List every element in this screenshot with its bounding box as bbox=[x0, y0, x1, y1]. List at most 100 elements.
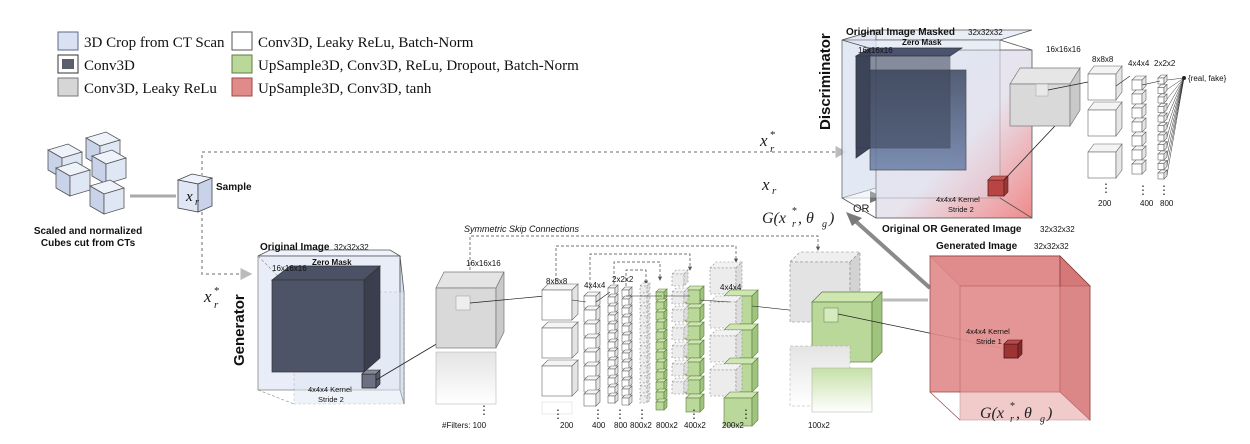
faded-feature-map bbox=[541, 401, 573, 415]
feature-map bbox=[685, 357, 705, 377]
generator-enc-2-ellipsis: ⋮ bbox=[614, 407, 626, 421]
xr-star-top-x: x bbox=[759, 131, 768, 150]
feature-map bbox=[621, 385, 633, 397]
discriminator-layer-2-size: 2x2x2 bbox=[1154, 59, 1176, 68]
feature-map bbox=[639, 282, 651, 294]
feature-map bbox=[655, 398, 668, 411]
skip-connection-lines bbox=[469, 235, 821, 290]
feature-map bbox=[685, 339, 705, 359]
legend-swatch-upsample-tanh bbox=[231, 77, 253, 97]
skip-connection-arrow bbox=[469, 235, 821, 270]
xr-star-top-sub: r bbox=[770, 143, 775, 155]
generator-filters-100: #Filters: 100 bbox=[442, 421, 487, 430]
feature-map bbox=[709, 363, 743, 397]
g-label-bottom: G(x * r , θ g ) bbox=[980, 401, 1052, 425]
feature-map bbox=[1131, 117, 1147, 133]
generated-image-cube bbox=[929, 255, 1091, 421]
generator-enc-16-ellipsis: ⋮ bbox=[478, 403, 490, 417]
discriminator-filters-200: 200 bbox=[1098, 199, 1112, 208]
feature-map bbox=[583, 333, 601, 351]
layer-connector bbox=[571, 299, 587, 303]
feature-map bbox=[709, 329, 743, 363]
discriminator-layer-8-ellipsis: ⋮ bbox=[1100, 181, 1112, 195]
xr-top-sub: r bbox=[772, 185, 777, 197]
input-caption-line1: Scaled and normalized bbox=[34, 226, 142, 237]
output-fan-line bbox=[1166, 77, 1185, 119]
generator-dec-8-ellipsis: ⋮ bbox=[740, 407, 752, 421]
generator-enc-layer-16: 16x16x16 ⋮ #Filters: 100 bbox=[435, 259, 546, 430]
feature-map bbox=[639, 392, 651, 404]
feature-map bbox=[1131, 75, 1147, 91]
feature-map bbox=[607, 293, 619, 305]
legend-swatch-conv3d-core bbox=[62, 59, 74, 69]
feature-map bbox=[655, 308, 668, 321]
generator-main-label: Original Image bbox=[260, 242, 330, 253]
g-label-mid-tail: , θ bbox=[798, 210, 814, 227]
layer-connector bbox=[699, 299, 731, 303]
legend-label-conv3d: Conv3D bbox=[84, 58, 135, 74]
skip-connection-arrow bbox=[625, 269, 649, 286]
sample-label: Sample bbox=[216, 182, 252, 193]
discriminator-layer-4: 4x4x4 ⋮ 400 bbox=[1128, 59, 1154, 208]
feature-map bbox=[655, 368, 668, 381]
feature-map bbox=[583, 291, 601, 309]
generator-enc-4-ellipsis: ⋮ bbox=[592, 407, 604, 421]
discriminator-output-label: {real, fake} bbox=[1188, 74, 1227, 83]
g-label-bottom-sub-g: g bbox=[1040, 414, 1045, 425]
discriminator-kernel-line1: 4x4x4 Kernel bbox=[936, 195, 980, 204]
feature-map bbox=[1131, 103, 1147, 119]
xr-star-left-sup: * bbox=[214, 285, 220, 297]
feature-map bbox=[685, 375, 705, 395]
feature-map bbox=[639, 312, 651, 324]
generator-input-cube bbox=[257, 249, 461, 405]
feature-map bbox=[685, 285, 705, 305]
feature-map bbox=[621, 367, 633, 379]
xr-star-left-label: x * r bbox=[203, 285, 220, 311]
xr-star-path-to-generator bbox=[201, 212, 253, 280]
generated-kernel-cube bbox=[1003, 343, 1019, 359]
generated-kernel-line1: 4x4x4 Kernel bbox=[966, 327, 1010, 336]
generator-filter-labels: 200 400 800 800x2 800x2 400x2 200x2 100x… bbox=[560, 421, 830, 430]
input-cube-cluster: Scaled and normalized Cubes cut from CTs bbox=[34, 131, 142, 249]
generator-dec-4a-ellipsis: ⋮ bbox=[688, 407, 700, 421]
feature-map bbox=[1131, 159, 1147, 175]
generator-dec-layer-16: 16x16x16 bbox=[789, 251, 1007, 413]
output-fan-line bbox=[1166, 77, 1185, 157]
output-fan-line bbox=[1166, 77, 1185, 176]
generated-to-discriminator-arrowhead bbox=[846, 212, 862, 226]
generator-mask-size: 16x16x16 bbox=[272, 264, 307, 273]
feature-map bbox=[671, 341, 689, 359]
feature-map bbox=[607, 356, 619, 368]
g-label-mid-sup: * bbox=[792, 206, 797, 217]
feature-map bbox=[723, 391, 759, 427]
xr-star-top-sup: * bbox=[770, 129, 776, 141]
generator-kernel-cube bbox=[361, 373, 377, 389]
legend-label-conv-leaky: Conv3D, Leaky ReLu bbox=[84, 81, 217, 97]
legend-label-conv-bn: Conv3D, Leaky ReLu, Batch-Norm bbox=[258, 35, 474, 51]
generator-filters-400: 400 bbox=[592, 421, 606, 430]
feature-map bbox=[607, 374, 619, 386]
feature-map bbox=[621, 331, 633, 343]
legend-item-conv-bn: Conv3D, Leaky ReLu, Batch-Norm bbox=[231, 31, 474, 51]
feature-map bbox=[655, 318, 668, 331]
discriminator-output-fan bbox=[1141, 77, 1185, 176]
g-label-bottom-end: ) bbox=[1046, 405, 1052, 422]
feature-map bbox=[583, 347, 601, 365]
feature-map bbox=[1157, 74, 1168, 85]
generator-filters-200x2: 200x2 bbox=[722, 421, 744, 430]
discriminator-layer-16-size: 16x16x16 bbox=[1046, 45, 1081, 54]
feature-map bbox=[621, 313, 633, 325]
input-cube bbox=[90, 149, 128, 185]
xr-star-left-x: x bbox=[203, 287, 212, 306]
legend-item-upsample-tanh: UpSample3D, Conv3D, tanh bbox=[231, 77, 432, 97]
feature-map bbox=[607, 311, 619, 323]
generator-filters-800x2-b: 800x2 bbox=[656, 421, 678, 430]
discriminator-layer-4-stack bbox=[1131, 75, 1147, 175]
feature-map bbox=[655, 298, 668, 311]
discriminator-title: Discriminator bbox=[817, 33, 834, 130]
feature-map bbox=[655, 358, 668, 371]
feature-map bbox=[1087, 101, 1123, 137]
feature-map bbox=[639, 382, 651, 394]
feature-map bbox=[607, 365, 619, 377]
